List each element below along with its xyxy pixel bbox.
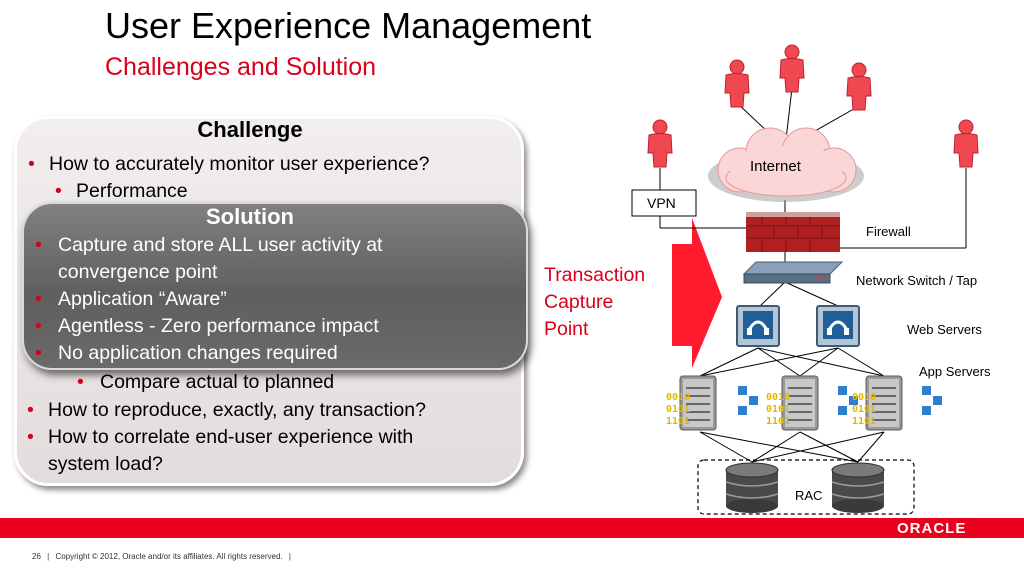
challenge-heading: Challenge	[197, 117, 303, 142]
svg-text:0101: 0101	[766, 404, 790, 415]
svg-text:0101: 0101	[666, 404, 690, 415]
network-switch-icon	[742, 261, 844, 284]
firewall-label: Firewall	[866, 224, 911, 239]
user-icon	[953, 119, 979, 168]
challenge-item: •How to accurately monitor user experien…	[28, 153, 430, 175]
footer-copyright: 26 | Copyright © 2012, Oracle and/or its…	[32, 552, 291, 561]
footer-bar	[0, 518, 1024, 538]
svg-text:1101: 1101	[766, 416, 790, 427]
cubes-icon	[738, 386, 758, 415]
database-icon	[831, 462, 885, 514]
page-subtitle: Challenges and Solution	[105, 53, 377, 81]
user-icon	[846, 62, 872, 111]
internet-label: Internet	[750, 158, 801, 175]
svg-text:1101: 1101	[852, 416, 876, 427]
web-server-icon	[735, 304, 781, 348]
rac-cluster-box	[697, 459, 915, 515]
cloud-icon	[708, 127, 864, 202]
web-server-icon	[815, 304, 861, 348]
rac-label: RAC	[795, 488, 823, 503]
svg-text:0101: 0101	[852, 404, 876, 415]
web-servers-label: Web Servers	[907, 322, 982, 337]
user-icon	[647, 119, 673, 168]
solution-panel	[22, 202, 528, 370]
network-switch-label: Network Switch / Tap	[856, 273, 978, 288]
challenge-subitem: •Compare actual to planned	[77, 371, 335, 393]
challenge-subitem: •Performance	[55, 180, 188, 202]
firewall-icon	[746, 212, 840, 252]
solution-item: •Capture and store ALL user activity at	[35, 234, 383, 256]
svg-text:0010: 0010	[766, 392, 790, 403]
vpn-label: VPN	[647, 195, 676, 211]
challenge-item: •How to reproduce, exactly, any transact…	[27, 399, 426, 421]
solution-item: •Agentless - Zero performance impact	[35, 315, 379, 337]
page-title: User Experience Management	[105, 5, 592, 46]
svg-text:0010: 0010	[666, 392, 690, 403]
page-number: 26	[32, 552, 41, 561]
transaction-capture-label: Transaction Capture Point	[544, 264, 646, 340]
database-icon	[725, 462, 779, 514]
solution-item-continued: convergence point	[58, 261, 218, 283]
solution-item: •No application changes required	[35, 342, 338, 364]
vpn-box	[631, 189, 697, 217]
user-icon	[779, 44, 805, 93]
challenge-item: •How to correlate end-user experience wi…	[27, 426, 414, 448]
oracle-logo: ORACLE	[897, 520, 967, 537]
solution-heading: Solution	[206, 204, 294, 229]
challenge-item-continued: system load?	[48, 453, 163, 475]
svg-text:1101: 1101	[666, 416, 690, 427]
connection-lines	[659, 87, 967, 463]
capture-arrow	[672, 218, 722, 368]
cubes-icon	[922, 386, 942, 415]
app-servers-label: App Servers	[919, 364, 991, 379]
solution-item: •Application “Aware”	[35, 288, 227, 310]
user-icon	[724, 59, 750, 108]
svg-text:0010: 0010	[852, 392, 876, 403]
binary-digits: 0010 0101 1101 0010 0101 1101 0010 0101 …	[666, 392, 876, 427]
